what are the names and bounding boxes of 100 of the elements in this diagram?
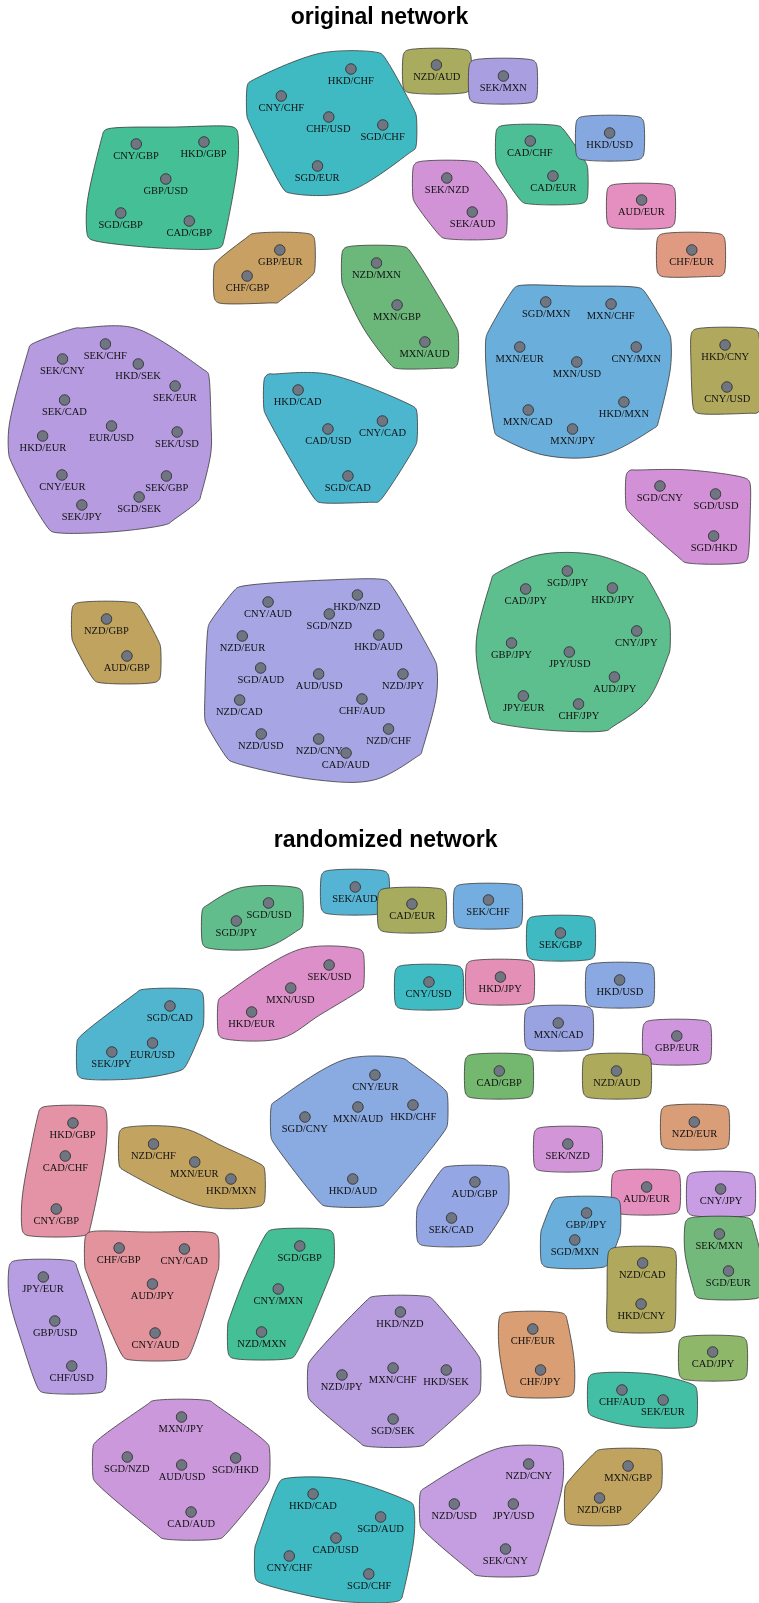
node-label: SEK/EUR (640, 1406, 685, 1418)
node-label: AUD/GBP (451, 1188, 498, 1200)
node-label: CHF/USD (306, 122, 351, 135)
node-label: NZD/CHF (366, 735, 412, 747)
node-label: SEK/JPY (61, 511, 102, 523)
node-label: NZD/GBP (83, 624, 129, 637)
node-label: CHF/GBP (96, 1253, 141, 1266)
panel-title: randomized network (273, 826, 498, 853)
node-label: SGD/GBP (277, 1251, 322, 1264)
node-label: SGD/JPY (547, 576, 589, 589)
node-label: SEK/USD (307, 970, 352, 983)
node-label: SGD/AUD (237, 673, 285, 686)
node-label: AUD/EUR (623, 1192, 670, 1205)
node-label: HKD/CHF (327, 74, 374, 87)
node-label: SGD/NZD (104, 1462, 150, 1475)
node-label: SEK/MXN (695, 1239, 743, 1252)
node-label: NZD/USD (238, 740, 284, 752)
node-label: SEK/USD (155, 437, 199, 450)
node-label: CNY/CHF (258, 102, 305, 114)
node-label: HKD/SEK (423, 1375, 469, 1388)
node-label: SGD/EUR (705, 1277, 751, 1289)
node-label: CNY/MXN (253, 1294, 303, 1307)
node-label: CAD/GBP (166, 226, 212, 239)
node-label: MXN/GBP (604, 1471, 652, 1484)
node-label: MXN/EUR (495, 352, 544, 365)
node-label: SGD/NZD (306, 619, 353, 632)
node-label: MXN/USD (266, 994, 315, 1006)
node-label: MXN/CHF (368, 1373, 417, 1386)
node-label: SGD/CNY (636, 491, 683, 504)
node-label: SEK/AUD (449, 217, 496, 230)
node-label: SGD/CHF (347, 1580, 392, 1592)
node-label: SEK/CAD (41, 405, 87, 418)
node-label: CNY/GBP (33, 1215, 79, 1227)
node-label: CNY/EUR (39, 480, 86, 493)
node-label: CAD/AUD (167, 1517, 216, 1530)
node-label: SEK/JPY (91, 1057, 132, 1070)
node-label: AUD/USD (295, 680, 343, 692)
node-label: AUD/JPY (593, 683, 637, 695)
node-label: NZD/USD (431, 1509, 477, 1522)
node-label: GBP/JPY (565, 1219, 607, 1231)
node-label: SEK/GBP (145, 481, 189, 494)
node-label: NZD/AUD (593, 1077, 641, 1089)
node-label: HKD/AUD (328, 1185, 378, 1197)
node-label: SGD/AUD (357, 1522, 404, 1535)
node-label: HKD/JPY (591, 594, 635, 606)
node-label: NZD/MXN (351, 268, 401, 281)
node-label: CAD/EUR (530, 181, 577, 194)
node-label: JPY/EUR (22, 1282, 64, 1295)
node-label: CHF/AUD (339, 704, 386, 717)
node-label: NZD/JPY (382, 680, 424, 692)
node-label: MXN/AUD (332, 1112, 384, 1125)
node-label: MXN/CHF (586, 309, 635, 322)
node-label: SEK/CNY (39, 365, 85, 377)
node-label: MXN/EUR (170, 1168, 219, 1180)
node-label: NZD/EUR (671, 1128, 718, 1140)
node-label: HKD/EUR (228, 1017, 275, 1030)
node-label: SEK/CNY (482, 1554, 528, 1567)
node-label: SGD/CHF (360, 130, 405, 143)
node-label: AUD/USD (158, 1470, 206, 1483)
node-label: HKD/NZD (333, 601, 381, 613)
node-label: SEK/AUD (332, 892, 378, 905)
node-label: JPY/USD (492, 1509, 535, 1522)
node-label: CNY/GBP (113, 150, 159, 162)
node-label: HKD/USD (596, 985, 644, 998)
node-label: NZD/CAD (216, 705, 263, 718)
node-label: HKD/SEK (115, 370, 161, 382)
node-label: CAD/USD (312, 1544, 359, 1556)
node-label: SGD/CNY (281, 1123, 328, 1135)
node-label: CNY/AUD (131, 1338, 180, 1351)
node-label: HKD/JPY (478, 982, 522, 995)
node-label: SGD/SEK (117, 503, 161, 515)
node-label: MXN/CAD (533, 1028, 584, 1041)
node-label: MXN/USD (552, 368, 602, 380)
node-label: JPY/EUR (503, 701, 545, 714)
node-label: HKD/GBP (180, 148, 227, 160)
node-label: CAD/JPY (504, 595, 548, 607)
node-label: EUR/USD (89, 431, 134, 444)
node-label: NZD/CHF (130, 1149, 176, 1162)
node-label: GBP/USD (143, 185, 188, 197)
node-label: SEK/CHF (83, 349, 127, 362)
node-label: CNY/CAD (160, 1254, 208, 1267)
node-label: AUD/JPY (130, 1289, 174, 1302)
node-label: SGD/USD (246, 909, 292, 921)
node-label: CHF/GBP (225, 282, 270, 294)
node-label: MXN/JPY (550, 434, 596, 447)
node-label: CHF/USD (49, 1371, 94, 1384)
node-label: CHF/JPY (519, 1375, 561, 1388)
node-label: SEK/CAD (428, 1224, 474, 1236)
node-label: GBP/JPY (491, 649, 532, 661)
node-label: SGD/MXN (550, 1245, 600, 1258)
node-label: NZD/CNY (505, 1469, 553, 1482)
node-label: SGD/SEK (370, 1424, 415, 1437)
node-label: SGD/CAD (324, 481, 371, 494)
node-label: AUD/EUR (618, 206, 665, 219)
node-label: CNY/USD (704, 392, 751, 405)
node-label: MXN/CAD (503, 416, 553, 428)
node-label: SEK/NZD (545, 1149, 590, 1162)
node-label: SEK/MXN (479, 81, 527, 94)
node-label: CNY/MXN (611, 352, 662, 365)
node-label: HKD/AUD (354, 641, 403, 653)
